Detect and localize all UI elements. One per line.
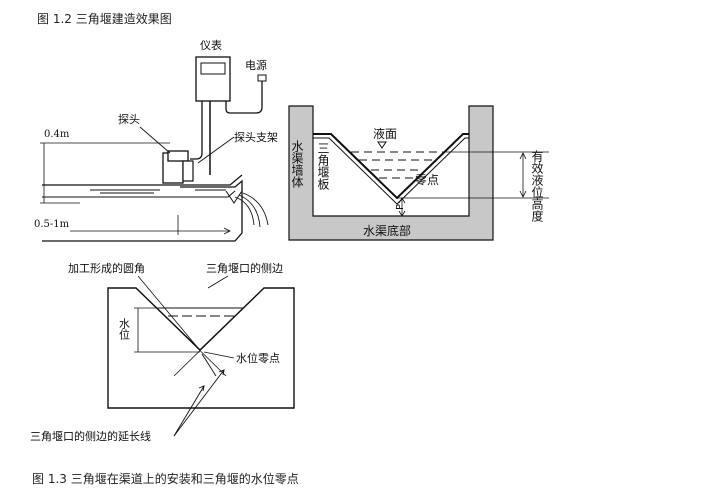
channel-bottom-label: 水渠底部 xyxy=(363,223,411,238)
height-label: 0.4m xyxy=(44,129,70,140)
p-label: P xyxy=(395,204,406,210)
extension-arrow-heads xyxy=(198,369,225,392)
zero-label: 零点 xyxy=(415,173,439,187)
probe-leader xyxy=(139,126,171,154)
surface-marker xyxy=(377,141,387,149)
distance-arrow xyxy=(223,227,231,235)
probe-label: 探头 xyxy=(118,113,140,126)
waterfall xyxy=(234,192,269,228)
install-diagram: 仪表 电源 探头 探头支架 0.4m 0 xyxy=(30,35,280,250)
weir-plate xyxy=(313,133,469,200)
wall-label: 水渠墙体 xyxy=(290,140,304,189)
channel-walls xyxy=(288,105,494,241)
meter-display xyxy=(200,62,226,75)
liquid-surface xyxy=(351,151,445,179)
extension-line-right xyxy=(173,287,265,377)
surface-label: 液面 xyxy=(373,126,397,141)
round-corner-leader xyxy=(137,275,199,349)
power-plug xyxy=(257,74,267,82)
weir-section-diagram: 液面 零点 P 水渠墙体 三角堰板 有效液位高度 水渠底部 xyxy=(287,104,557,244)
channel-block xyxy=(42,179,243,242)
bracket-leader xyxy=(197,136,235,164)
distance-label: 0.5-1m xyxy=(34,219,70,230)
plate-label: 三角堰板 xyxy=(316,142,330,191)
extension-arrow-1 xyxy=(173,385,205,437)
power-label: 电源 xyxy=(245,58,267,72)
weir-plate-inner xyxy=(313,137,469,205)
bracket-label: 探头支架 xyxy=(234,131,278,144)
probe-head xyxy=(167,150,189,162)
zero-point-leader xyxy=(203,351,235,359)
bracket-arm xyxy=(182,160,194,182)
effective-arrow-heads xyxy=(519,152,527,198)
round-corner-label: 加工形成的圆角 xyxy=(68,261,145,275)
zero-arrow xyxy=(201,353,217,377)
effective-height-label: 有效液位高度 xyxy=(530,150,544,222)
p-arrow-heads xyxy=(398,197,406,217)
extension-line-left xyxy=(135,287,227,377)
probe-cable xyxy=(190,101,203,160)
channel-top-edge xyxy=(42,174,243,186)
notch-detail-diagram: 水位 加工形成的圆角 三角堰口的侧边 水位零点 三角堰口的侧边的延长线 xyxy=(28,258,318,448)
notch-plate-outline xyxy=(107,287,295,409)
side-leader xyxy=(207,275,229,289)
notch-weir xyxy=(225,190,243,204)
level-label: 水位 xyxy=(118,318,131,340)
channel-front xyxy=(42,190,236,198)
side-label: 三角堰口的侧边 xyxy=(206,261,283,275)
zero-point-label: 水位零点 xyxy=(236,351,280,365)
figure-caption-top: 图 1.2 三角堰建造效果图 xyxy=(37,12,172,26)
power-cable xyxy=(225,81,263,114)
extension-arrow-2 xyxy=(173,369,225,437)
meter-label: 仪表 xyxy=(200,38,222,52)
extension-label: 三角堰口的侧边的延长线 xyxy=(30,429,151,443)
figure-caption-bottom: 图 1.3 三角堰在渠道上的安装和三角堰的水位零点 xyxy=(32,472,299,486)
